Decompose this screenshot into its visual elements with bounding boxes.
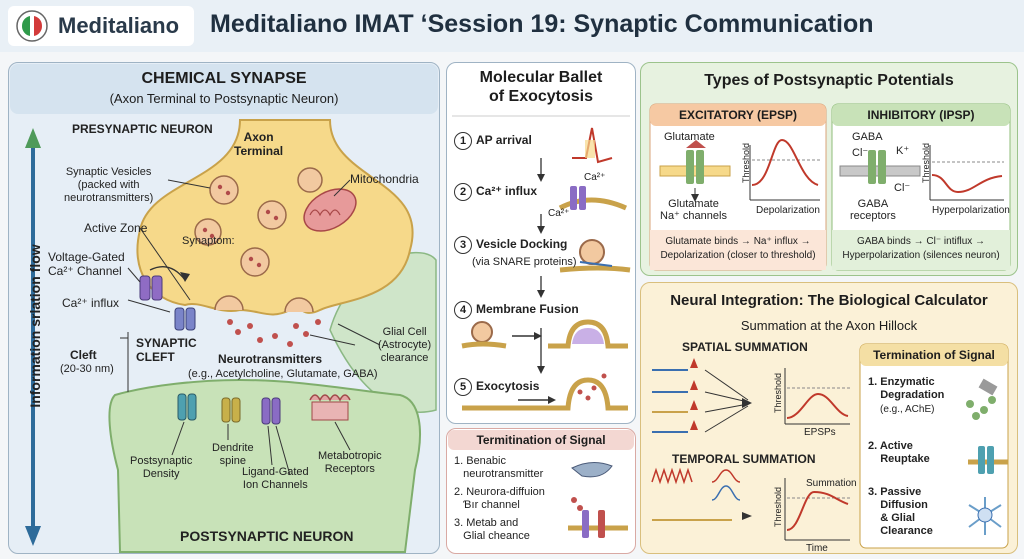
synapse-subtitle: (Axon Terminal to Postsynaptic Neuron) [109, 91, 339, 106]
ipsp-gaba-label: GABA [852, 131, 883, 143]
logo-text: Meditaliano [58, 13, 180, 38]
step-3-number: 3 [454, 236, 472, 254]
active-zone-label: Active Zone [84, 221, 148, 235]
axon-terminal-label: Axon Terminal [234, 130, 284, 158]
ca-label-2: Ca²⁺ [548, 208, 570, 219]
step-1-number: 1 [454, 132, 472, 150]
termination-right-item-2: 2. Active Reuptake [868, 440, 930, 465]
ligand-gated-label: Ligand-Gated Ion Channels [242, 466, 309, 491]
epsp-glutamate-label: Glutamate [664, 131, 715, 143]
exocytosis-title: Molecular Ballet of Exocytosis [479, 69, 603, 105]
termination-left-title: Termitination of Signal [476, 433, 606, 447]
step-1-label: AP arrival [476, 133, 532, 147]
temporal-threshold-label: Threshold [773, 486, 784, 528]
epsps-label: EPSPs [804, 427, 836, 438]
metabotropic-label: Metabotropic Receptors [318, 450, 382, 475]
ipsp-cl-label-2: Cl⁻ [894, 182, 911, 194]
termination-right-item-3: 3. Passive Diffusion & Glial Clearance [868, 486, 933, 537]
nt-examples-label: (e.g., Acetylcholine, Glutamate, GABA) [188, 368, 378, 380]
postsynaptic-label: POSTSYNAPTIC NEURON [180, 528, 354, 544]
summation-label: Summation [806, 478, 857, 489]
step-3-sub: (via SNARE proteins) [472, 256, 577, 268]
time-label: Time [806, 543, 828, 554]
epsp-caption: Glutamate binds → Na⁺ influx → Depolariz… [660, 236, 816, 261]
step-4-label: Membrane Fusion [476, 302, 579, 316]
glial-cell-label: Glial Cell (Astrocyte) clearance [378, 326, 432, 364]
spatial-threshold-label: Threshold [773, 372, 784, 414]
voltage-gated-channel-label: Voltage-Gated Ca²⁺ Channel [48, 250, 125, 278]
termination-right-item-1-sub: (e.g., AChE) [880, 404, 935, 415]
page-title: Meditaliano IMAT ‘Session 19: Synaptic C… [210, 10, 874, 38]
step-3-label: Vesicle Docking [476, 237, 568, 251]
epsp-threshold-label: Threshold [741, 142, 752, 184]
ipsp-threshold-label: Threshold [921, 142, 932, 184]
step-5-number: 5 [454, 378, 472, 396]
synaptom-label: Synaptom: [182, 235, 235, 247]
ca-label: Ca²⁺ [584, 172, 606, 183]
step-5-label: Exocytosis [476, 379, 540, 393]
ipsp-title: INHIBITORY (IPSP) [867, 108, 975, 122]
epsp-curve-label: Depolarization [756, 205, 820, 216]
ipsp-curve-label: Hyperpolarization [932, 205, 1010, 216]
synapse-title: CHEMICAL SYNAPSE [141, 70, 307, 87]
epsp-title: EXCITATORY (EPSP) [678, 108, 798, 122]
potentials-title: Types of Postsynaptic Potentials [704, 72, 954, 89]
neurotransmitters-label: Neurotransmitters [218, 352, 323, 366]
termination-left-item-2: 2. Neurora-diffuion Ɓır channel [454, 486, 545, 511]
ipsp-k-label: K⁺ [896, 145, 910, 157]
step-2-label: Ca²⁺ influx [476, 184, 538, 198]
ipsp-caption: GABA binds → Cl⁻ intiflux → Hyperpolariz… [842, 236, 1000, 261]
termination-right-title: Termination of Signal [873, 348, 995, 362]
termination-right-item-1: 1. Enzymatic Degradation [868, 376, 945, 401]
synaptic-vesicles-label: Synaptic Vesicles (packed with neurotran… [64, 166, 154, 204]
ipsp-receptors-label: GABA receptors [850, 198, 896, 222]
termination-left-item-1: 1. Benabic neurotransmitter [454, 455, 544, 480]
integration-subtitle: Summation at the Axon Hillock [740, 318, 918, 333]
information-flow-label: Information srlation flow [27, 244, 43, 408]
cleft-label: Cleft [70, 348, 97, 362]
termination-left-item-3: 3. Metab and Glial cheance [454, 517, 530, 542]
step-2-number: 2 [454, 183, 472, 201]
integration-title: Neural Integration: The Biological Calcu… [670, 292, 988, 309]
synaptic-cleft-label: SYNAPTIC CLEFT [136, 336, 197, 364]
step-4-number: 4 [454, 301, 472, 319]
epsp-channels-label: Glutamate Na⁺ channels [660, 198, 727, 222]
postsynaptic-density-label: Postsynaptic Density [130, 455, 193, 480]
mitochondria-label: Mitochondria [350, 172, 419, 186]
ca-influx-label: Ca²⁺ influx [62, 296, 120, 310]
presynaptic-label: PRESYNAPTIC NEURON [72, 122, 213, 136]
temporal-summation-label: TEMPORAL SUMMATION [672, 452, 816, 466]
ipsp-cl-label: Cl⁻ [852, 147, 869, 159]
dendrite-spine-label: Dendrite spine [212, 442, 254, 467]
spatial-summation-label: SPATIAL SUMMATION [682, 340, 808, 354]
cleft-size-label: (20-30 nm) [60, 363, 114, 375]
